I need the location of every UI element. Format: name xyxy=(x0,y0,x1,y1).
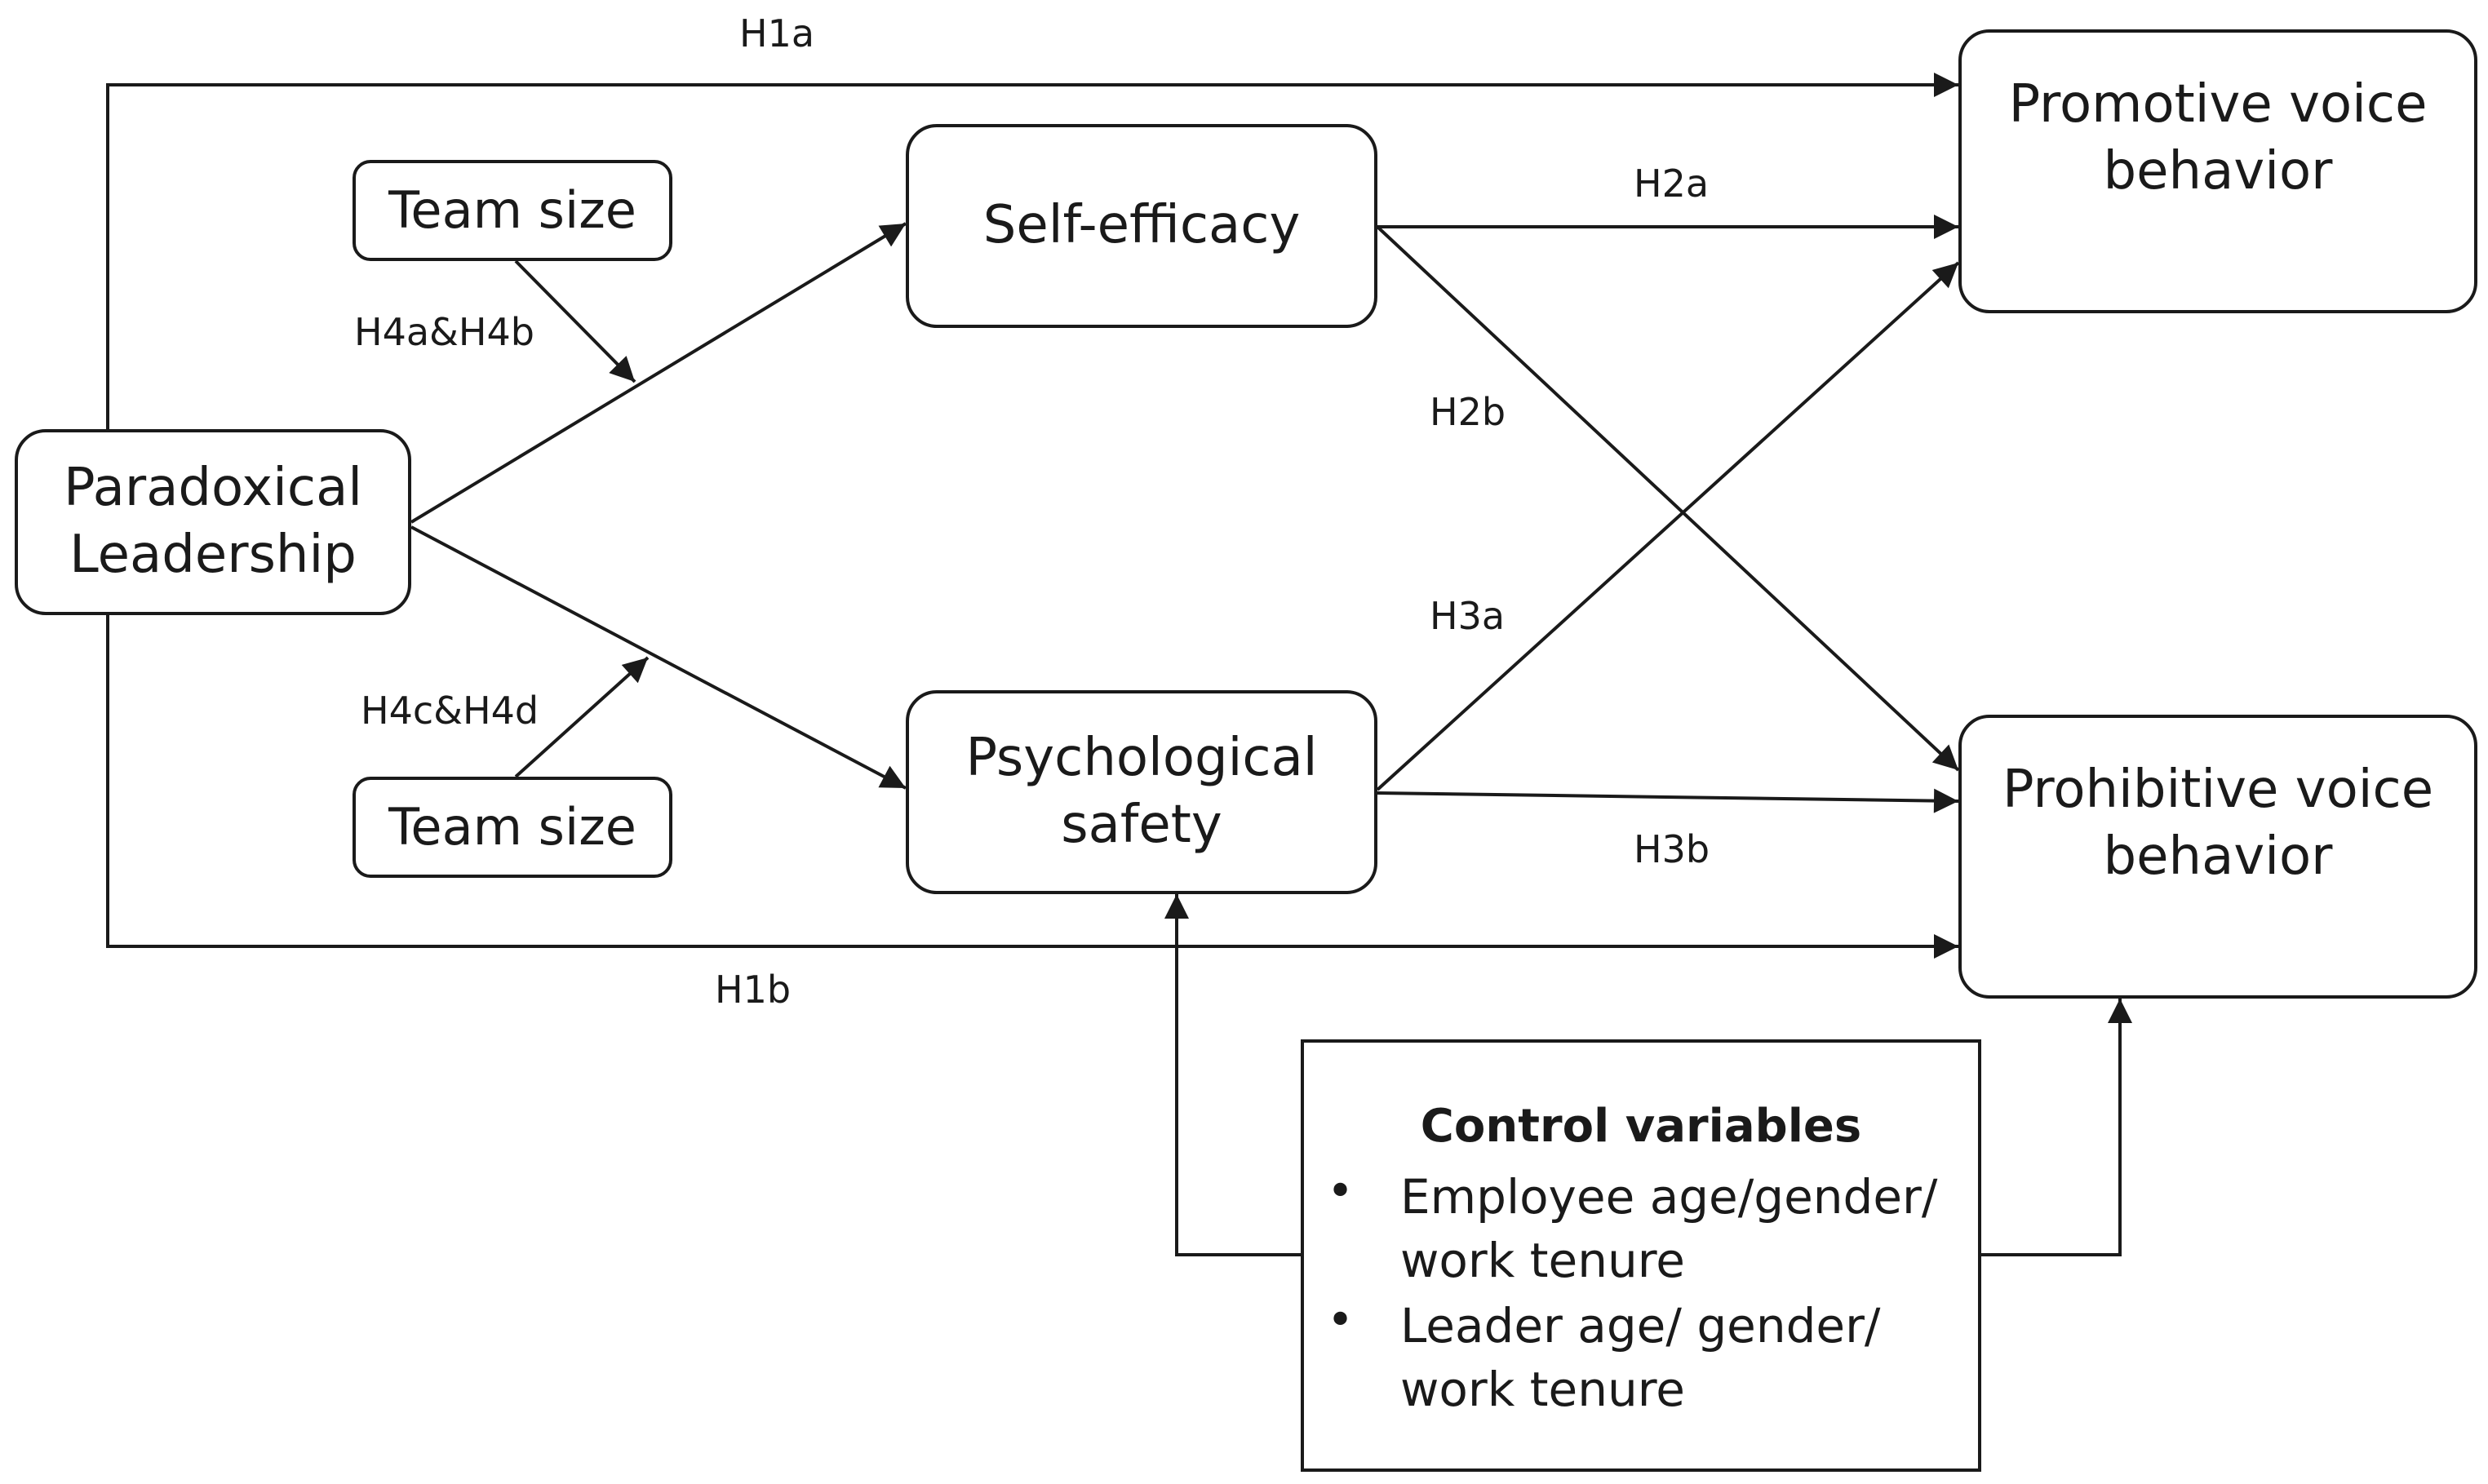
arrow-controls-to-psych-safety xyxy=(1164,894,1301,1256)
node-self-efficacy: Self-efficacy xyxy=(906,124,1377,328)
edge-label-h3a: H3a xyxy=(1430,594,1506,638)
node-promotive-voice-behavior: Promotive voice behavior xyxy=(1958,29,2477,313)
arrow-controls-to-prohibitive xyxy=(1981,999,2132,1256)
edge-label-h4cd: H4c&H4d xyxy=(361,689,539,733)
arrow-h3a xyxy=(1376,261,1960,791)
node-psychological-safety: Psychological safety xyxy=(906,690,1377,894)
control-item-leader-line2: work tenure xyxy=(1400,1362,1685,1417)
node-prohibitive-voice-line1: Prohibitive voice xyxy=(2002,760,2434,821)
arrow-pl-to-psych-safety xyxy=(410,525,907,790)
arrow-pl-to-self-efficacy xyxy=(410,222,907,524)
node-promotive-voice-line1: Promotive voice xyxy=(2008,74,2428,135)
arrow-h1a xyxy=(106,73,1958,431)
edge-label-h1a: H1a xyxy=(739,11,815,55)
edge-label-h2b: H2b xyxy=(1430,390,1506,434)
node-team-size-bottom-label: Team size xyxy=(388,797,636,857)
control-item-leader-line1: Leader age/ gender/ xyxy=(1400,1298,1881,1353)
node-self-efficacy-label: Self-efficacy xyxy=(982,195,1301,256)
node-psychological-safety-line1: Psychological xyxy=(965,728,1318,789)
arrow-h3b xyxy=(1377,788,1959,813)
edge-label-h3b: H3b xyxy=(1634,827,1710,871)
node-paradoxical-leadership-line2: Leadership xyxy=(69,525,357,585)
node-prohibitive-voice-behavior: Prohibitive voice behavior xyxy=(1958,715,2477,999)
node-team-size-top: Team size xyxy=(353,160,672,261)
arrow-h1b xyxy=(106,614,1958,959)
arrow-team-size-bottom-moderation xyxy=(514,656,650,778)
node-psychological-safety-line2: safety xyxy=(1061,795,1222,855)
control-bullet-1: • xyxy=(1327,1165,1355,1218)
control-variables-title: Control variables xyxy=(1420,1100,1862,1153)
control-item-leader: Leader age/ gender/ work tenure xyxy=(1400,1294,1971,1421)
control-item-employee-line1: Employee age/gender/ xyxy=(1400,1169,1938,1225)
control-item-employee: Employee age/gender/ work tenure xyxy=(1400,1165,1971,1292)
control-bullet-2: • xyxy=(1327,1294,1355,1347)
control-item-employee-line2: work tenure xyxy=(1400,1233,1685,1288)
node-team-size-bottom: Team size xyxy=(353,777,672,878)
node-prohibitive-voice-line2: behavior xyxy=(2103,826,2333,887)
node-team-size-top-label: Team size xyxy=(388,180,636,241)
arrow-team-size-top-moderation xyxy=(514,259,636,383)
node-paradoxical-leadership: Paradoxical Leadership xyxy=(15,429,411,615)
arrow-h2b xyxy=(1376,225,1960,772)
edge-label-h4ab: H4a&H4b xyxy=(354,310,534,354)
edge-label-h2a: H2a xyxy=(1634,162,1710,206)
control-variables-box: Control variables • Employee age/gender/… xyxy=(1301,1039,1981,1472)
node-paradoxical-leadership-line1: Paradoxical xyxy=(63,458,363,519)
edge-label-h1b: H1b xyxy=(715,968,792,1012)
node-promotive-voice-line2: behavior xyxy=(2103,141,2333,202)
